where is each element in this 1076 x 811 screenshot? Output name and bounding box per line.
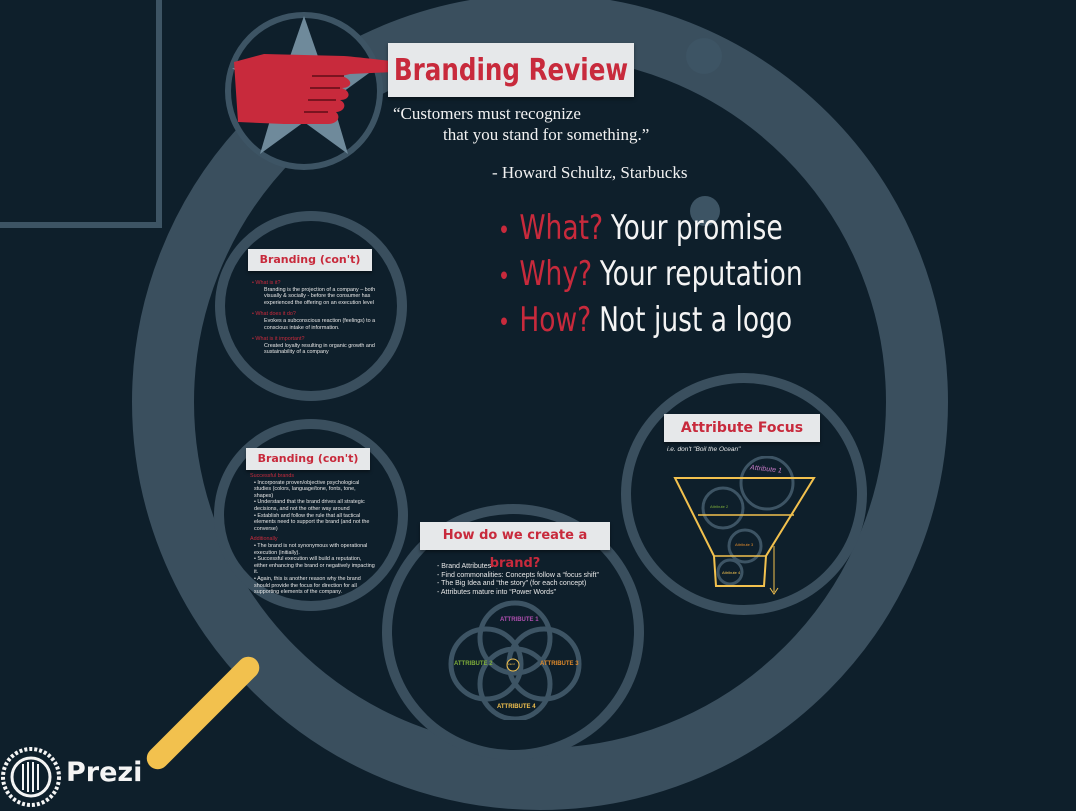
yellow-accent-bar: [142, 652, 264, 774]
main-bullets: •What?Your promise •Why?Your reputation …: [498, 208, 889, 346]
quote-line-1: “Customers must recognize: [393, 104, 581, 123]
attribute-2-label: ATTRIBUTE 2: [454, 661, 493, 667]
attribute-3-label: ATTRIBUTE 3: [540, 661, 579, 667]
corner-frame: [0, 0, 162, 228]
funnel-attribute-3: Attribute 3: [735, 542, 754, 547]
quote-line-2: that you stand for something.”: [443, 125, 650, 144]
slide-3-bullets: - Brand Attributes - Find commonalities:…: [437, 563, 599, 596]
bullet-why: •Why?Your reputation: [498, 254, 803, 294]
slide-2-body: Successful brands • Incorporate proven/o…: [250, 473, 375, 596]
venn-diagram: [448, 600, 582, 720]
funnel-diagram: [673, 456, 816, 595]
bullet-how: •How?Not just a logo: [498, 300, 793, 340]
prezi-logo-text: Prezi: [66, 757, 143, 788]
slide-branding-1[interactable]: [215, 211, 407, 401]
quote: “Customers must recognize that you stand…: [393, 103, 649, 145]
slide-3-title: How do we create a brand?: [420, 522, 610, 571]
slide-2-title: Branding (con't): [246, 448, 370, 470]
slide-attribute-focus[interactable]: [621, 373, 867, 615]
prezi-logo-icon: [1, 747, 61, 807]
page-title: Branding Review: [388, 43, 634, 97]
slide-4-subtitle: i.e. don't "Boil the Ocean": [667, 446, 741, 453]
slide-4-title: Attribute Focus: [664, 414, 820, 442]
funnel-attribute-2: Attribute 2: [710, 504, 729, 509]
slide-1-title: Branding (con't): [248, 249, 372, 271]
ring-dot-top: [686, 38, 722, 74]
bullet-what: •What?Your promise: [498, 208, 783, 248]
ring-dot-right: [690, 196, 720, 226]
funnel-attribute-4: Attribute 4: [722, 570, 741, 575]
slide-1-body: • What is it? Branding is the projection…: [252, 280, 376, 356]
venn-center-label: brand: [507, 662, 515, 666]
attribute-1-label: ATTRIBUTE 1: [500, 617, 539, 623]
attribute-4-label: ATTRIBUTE 4: [497, 704, 536, 710]
pointing-hand-badge: [225, 12, 401, 170]
quote-attribution: - Howard Schultz, Starbucks: [492, 163, 688, 182]
